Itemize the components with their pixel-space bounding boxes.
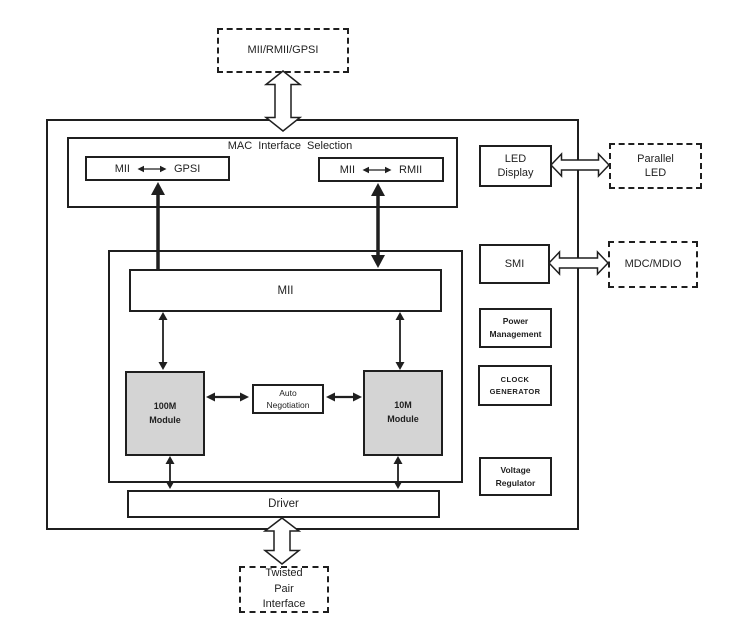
- module-100m-box: 100M Module: [125, 371, 205, 456]
- mac-selection-title: MAC Interface Selection: [227, 140, 353, 152]
- driver-label: Driver: [268, 498, 299, 510]
- mdc-mdio-box: MDC/MDIO: [608, 241, 698, 288]
- twisted-pair-label: Twisted Pair Interface: [262, 567, 306, 611]
- module-10m-box: 10M Module: [363, 370, 443, 456]
- mii-gpsi-left-label: MII: [114, 162, 130, 175]
- mii-gpsi-right-label: GPSI: [173, 162, 201, 175]
- chip-outline: [46, 119, 579, 530]
- mii-label: MII: [277, 284, 294, 297]
- mac-selection-box: [67, 137, 458, 208]
- smi-box: SMI: [479, 244, 550, 284]
- parallel-led-label: Parallel LED: [637, 152, 674, 179]
- power-management-box: Power Management: [479, 308, 552, 348]
- driver-box: Driver: [127, 490, 440, 518]
- led-display-label: LED Display: [497, 152, 534, 179]
- smi-label: SMI: [504, 257, 525, 270]
- clock-generator-box: CLOCK GENERATOR: [478, 365, 552, 406]
- parallel-led-box: Parallel LED: [609, 143, 702, 189]
- mii-rmii-right-label: RMII: [399, 163, 423, 176]
- clock-generator-label: CLOCK GENERATOR: [489, 374, 541, 396]
- auto-negotiation-box: Auto Negotiation: [252, 384, 324, 414]
- mii-rmii-select-box: MII RMII: [318, 157, 444, 182]
- auto-negotiation-label: Auto Negotiation: [266, 387, 310, 410]
- module-10m-label: 10M Module: [387, 400, 419, 424]
- module-100m-label: 100M Module: [149, 400, 181, 425]
- voltage-regulator-box: Voltage Regulator: [479, 457, 552, 496]
- left-right-arrow-icon: [362, 166, 392, 173]
- mii-box: MII: [129, 269, 442, 312]
- mac-bus-label: MII/RMII/GPSI: [247, 44, 319, 57]
- power-management-label: Power Management: [489, 316, 542, 339]
- voltage-regulator-label: Voltage Regulator: [495, 464, 536, 488]
- left-right-arrow-icon: [137, 165, 167, 172]
- mac-bus-box: MII/RMII/GPSI: [217, 28, 349, 73]
- phy-core-container: [108, 250, 463, 483]
- mdc-mdio-label: MDC/MDIO: [624, 258, 682, 271]
- twisted-pair-box: Twisted Pair Interface: [239, 566, 329, 613]
- mii-rmii-left-label: MII: [339, 163, 356, 176]
- led-display-box: LED Display: [479, 145, 552, 187]
- mii-gpsi-select-box: MII GPSI: [85, 156, 230, 181]
